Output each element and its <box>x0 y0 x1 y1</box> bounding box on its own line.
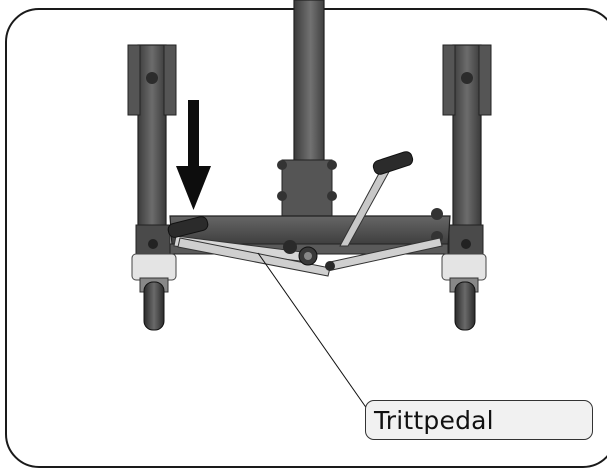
right-caster <box>441 253 487 331</box>
pedal-linkage <box>167 151 443 277</box>
lift-base-illustration <box>127 0 492 417</box>
callout-label: Trittpedal <box>374 405 494 435</box>
left-leg <box>127 44 177 256</box>
diagram-stage: Trittpedal <box>5 0 607 468</box>
callout-leader-line <box>257 252 373 417</box>
mast <box>277 0 337 233</box>
left-caster <box>131 253 177 331</box>
right-leg <box>442 44 492 256</box>
push-down-arrow-icon <box>176 100 211 210</box>
callout-label-box: Trittpedal <box>365 400 593 440</box>
